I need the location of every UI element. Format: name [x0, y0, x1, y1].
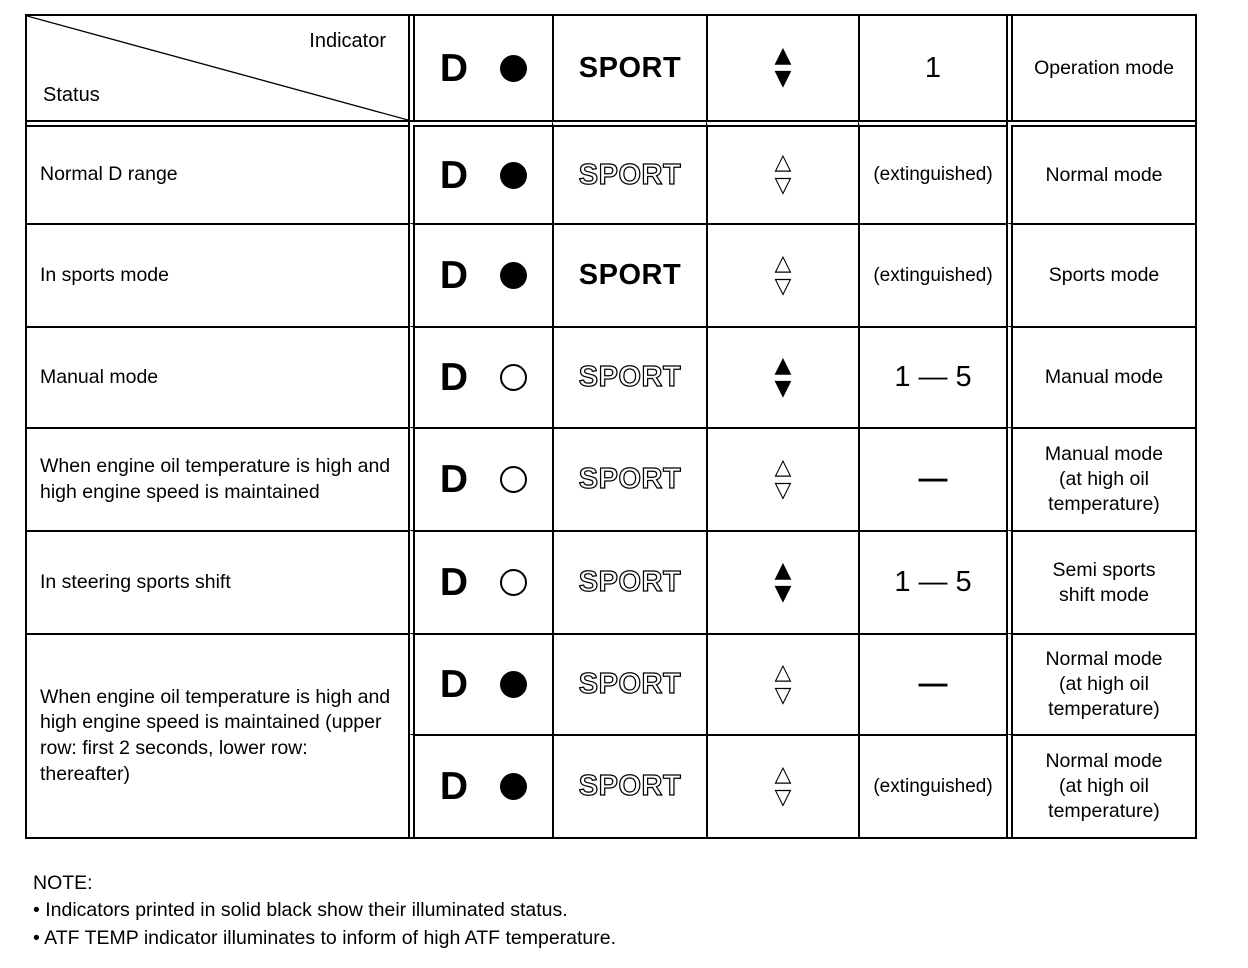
sport-cell: SPORT [552, 530, 706, 633]
header-sport-cell: SPORT [552, 16, 706, 120]
status-cell-merged: When engine oil temperature is high and … [27, 633, 408, 837]
at-indicator-status-table: Indicator Status D SPORT ▲ ▼ 1 Operation… [25, 14, 1197, 839]
sport-indicator: SPORT [578, 259, 682, 291]
up-arrow-icon: ▲ [774, 557, 792, 583]
down-arrow-icon: ▼ [774, 375, 792, 401]
note-title: NOTE: [33, 872, 93, 894]
d-range-indicator: D [439, 254, 469, 297]
status-cell: When engine oil temperature is high and … [27, 427, 408, 530]
d-circle-icon [500, 773, 528, 800]
sport-cell: SPORT [552, 734, 706, 837]
operation-mode-cell: Normal mode (at high oil temperature) [1006, 734, 1195, 837]
up-arrow-icon: △ [774, 250, 792, 276]
d-indicator-cell: D [408, 326, 552, 427]
note-block: NOTE: • Indicators printed in solid blac… [33, 870, 616, 952]
header-shift-arrows-cell: ▲ ▼ [706, 16, 858, 120]
d-range-indicator: D [439, 663, 469, 706]
note-item: • ATF TEMP indicator illuminates to info… [33, 926, 617, 949]
sport-cell: SPORT [552, 120, 706, 223]
status-cell: In steering sports shift [27, 530, 408, 633]
d-indicator-cell: D [408, 530, 552, 633]
up-arrow-icon: △ [774, 659, 792, 685]
shift-arrows-cell: △ ▽ [706, 223, 858, 326]
d-indicator-cell: D [408, 633, 552, 734]
sport-indicator: SPORT [578, 51, 682, 84]
gear-position-cell: (extinguished) [858, 120, 1006, 223]
down-arrow-icon: ▽ [774, 682, 792, 708]
status-cell: In sports mode [27, 223, 408, 326]
shift-arrows-cell: △ ▽ [706, 427, 858, 530]
sport-indicator: SPORT [578, 158, 682, 191]
operation-mode-cell: Normal mode [1006, 120, 1195, 223]
sport-indicator: SPORT [578, 361, 682, 393]
gear-position-cell: 1 — 5 [858, 530, 1006, 633]
sport-indicator: SPORT [578, 770, 682, 802]
d-range-indicator: D [439, 356, 469, 399]
sport-indicator: SPORT [578, 668, 682, 700]
up-arrow-icon: ▲ [774, 43, 792, 69]
up-arrow-icon: △ [774, 150, 792, 176]
d-circle-icon [500, 364, 528, 391]
gear-position-cell: 1 — 5 [858, 326, 1006, 427]
header-indicator-label: Indicator [309, 30, 386, 52]
gear-position-cell: — [858, 427, 1006, 530]
note-item: • Indicators printed in solid black show… [33, 899, 568, 922]
operation-mode-cell: Manual mode (at high oil temperature) [1006, 427, 1195, 530]
shift-arrows-cell: ▲ ▼ [706, 326, 858, 427]
down-arrow-icon: ▼ [774, 580, 792, 606]
header-d-indicator-cell: D [408, 16, 552, 120]
status-cell: Normal D range [27, 120, 408, 223]
diagonal-divider-line [27, 16, 408, 120]
header-operation-mode-cell: Operation mode [1006, 16, 1195, 120]
d-circle-icon [500, 466, 528, 493]
sport-indicator: SPORT [578, 566, 682, 598]
shift-arrows-cell: △ ▽ [706, 120, 858, 223]
header-status-label: Status [43, 84, 100, 106]
d-circle-icon [500, 262, 528, 289]
header-status-indicator-cell: Indicator Status [27, 16, 408, 120]
down-arrow-icon: ▽ [774, 784, 792, 810]
d-range-indicator: D [439, 46, 469, 90]
down-arrow-icon: ▽ [774, 273, 792, 299]
d-indicator-cell: D [408, 223, 552, 326]
down-arrow-icon: ▽ [774, 173, 792, 198]
gear-position-cell: — [858, 633, 1006, 734]
status-cell: Manual mode [27, 326, 408, 427]
sport-cell: SPORT [552, 427, 706, 530]
shift-arrows-cell: △ ▽ [706, 734, 858, 837]
operation-mode-cell: Sports mode [1006, 223, 1195, 326]
d-range-indicator: D [439, 765, 469, 808]
d-indicator-cell: D [408, 120, 552, 223]
gear-position-cell: (extinguished) [858, 223, 1006, 326]
d-range-indicator: D [439, 561, 469, 604]
d-circle-icon [500, 161, 528, 189]
up-arrow-icon: △ [774, 761, 792, 787]
down-arrow-icon: ▼ [774, 66, 792, 91]
d-circle-icon [500, 569, 528, 596]
shift-arrows-cell: ▲ ▼ [706, 530, 858, 633]
d-indicator-cell: D [408, 734, 552, 837]
sport-indicator: SPORT [578, 463, 682, 495]
d-range-indicator: D [439, 458, 469, 501]
up-arrow-icon: △ [774, 454, 792, 480]
d-range-indicator: D [439, 153, 469, 197]
gear-position-cell: (extinguished) [858, 734, 1006, 837]
d-circle-icon [500, 54, 528, 82]
header-gear-position-cell: 1 [858, 16, 1006, 120]
up-arrow-icon: ▲ [774, 352, 792, 378]
sport-cell: SPORT [552, 223, 706, 326]
sport-cell: SPORT [552, 633, 706, 734]
d-indicator-cell: D [408, 427, 552, 530]
d-circle-icon [500, 671, 528, 698]
operation-mode-cell: Manual mode [1006, 326, 1195, 427]
down-arrow-icon: ▽ [774, 477, 792, 503]
sport-cell: SPORT [552, 326, 706, 427]
operation-mode-cell: Semi sports shift mode [1006, 530, 1195, 633]
shift-arrows-cell: △ ▽ [706, 633, 858, 734]
operation-mode-cell: Normal mode (at high oil temperature) [1006, 633, 1195, 734]
